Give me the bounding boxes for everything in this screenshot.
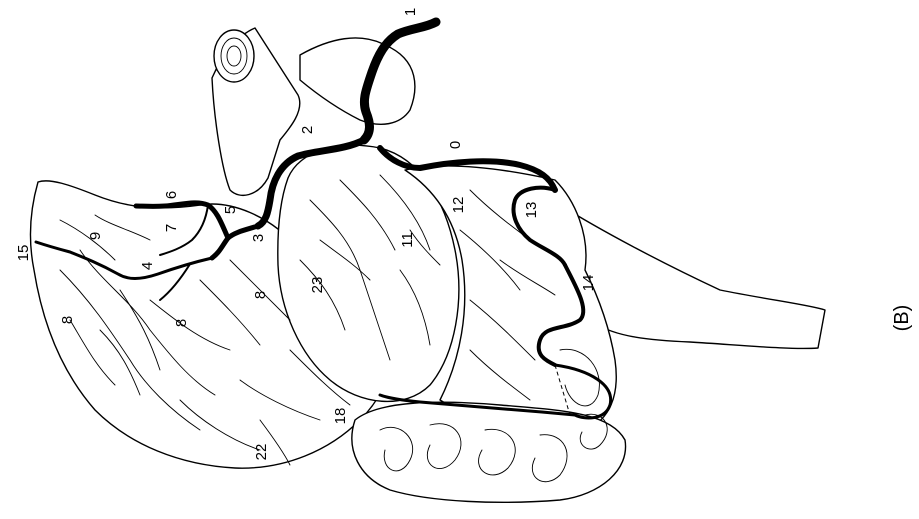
label-23: 23 [309, 277, 326, 294]
label-8: 8 [59, 316, 76, 324]
label-0: 0 [447, 141, 464, 149]
label-3: 3 [250, 234, 267, 242]
panel-label: (B) [891, 305, 913, 332]
label-7: 7 [163, 224, 180, 232]
label-15: 15 [15, 245, 32, 262]
label-1: 1 [402, 8, 419, 16]
label-9: 9 [87, 232, 104, 240]
label-13: 13 [523, 202, 540, 219]
label-14: 14 [580, 275, 597, 292]
label-4: 4 [139, 262, 156, 270]
label-18: 18 [332, 408, 349, 425]
label-2: 2 [299, 126, 316, 134]
label-5: 5 [222, 206, 239, 214]
label-8: 8 [252, 291, 269, 299]
label-8: 8 [173, 319, 190, 327]
label-6: 6 [163, 191, 180, 199]
label-11: 11 [399, 232, 416, 248]
label-12: 12 [450, 197, 467, 214]
label-22: 22 [253, 444, 270, 461]
upper-flap-outline [300, 38, 415, 124]
